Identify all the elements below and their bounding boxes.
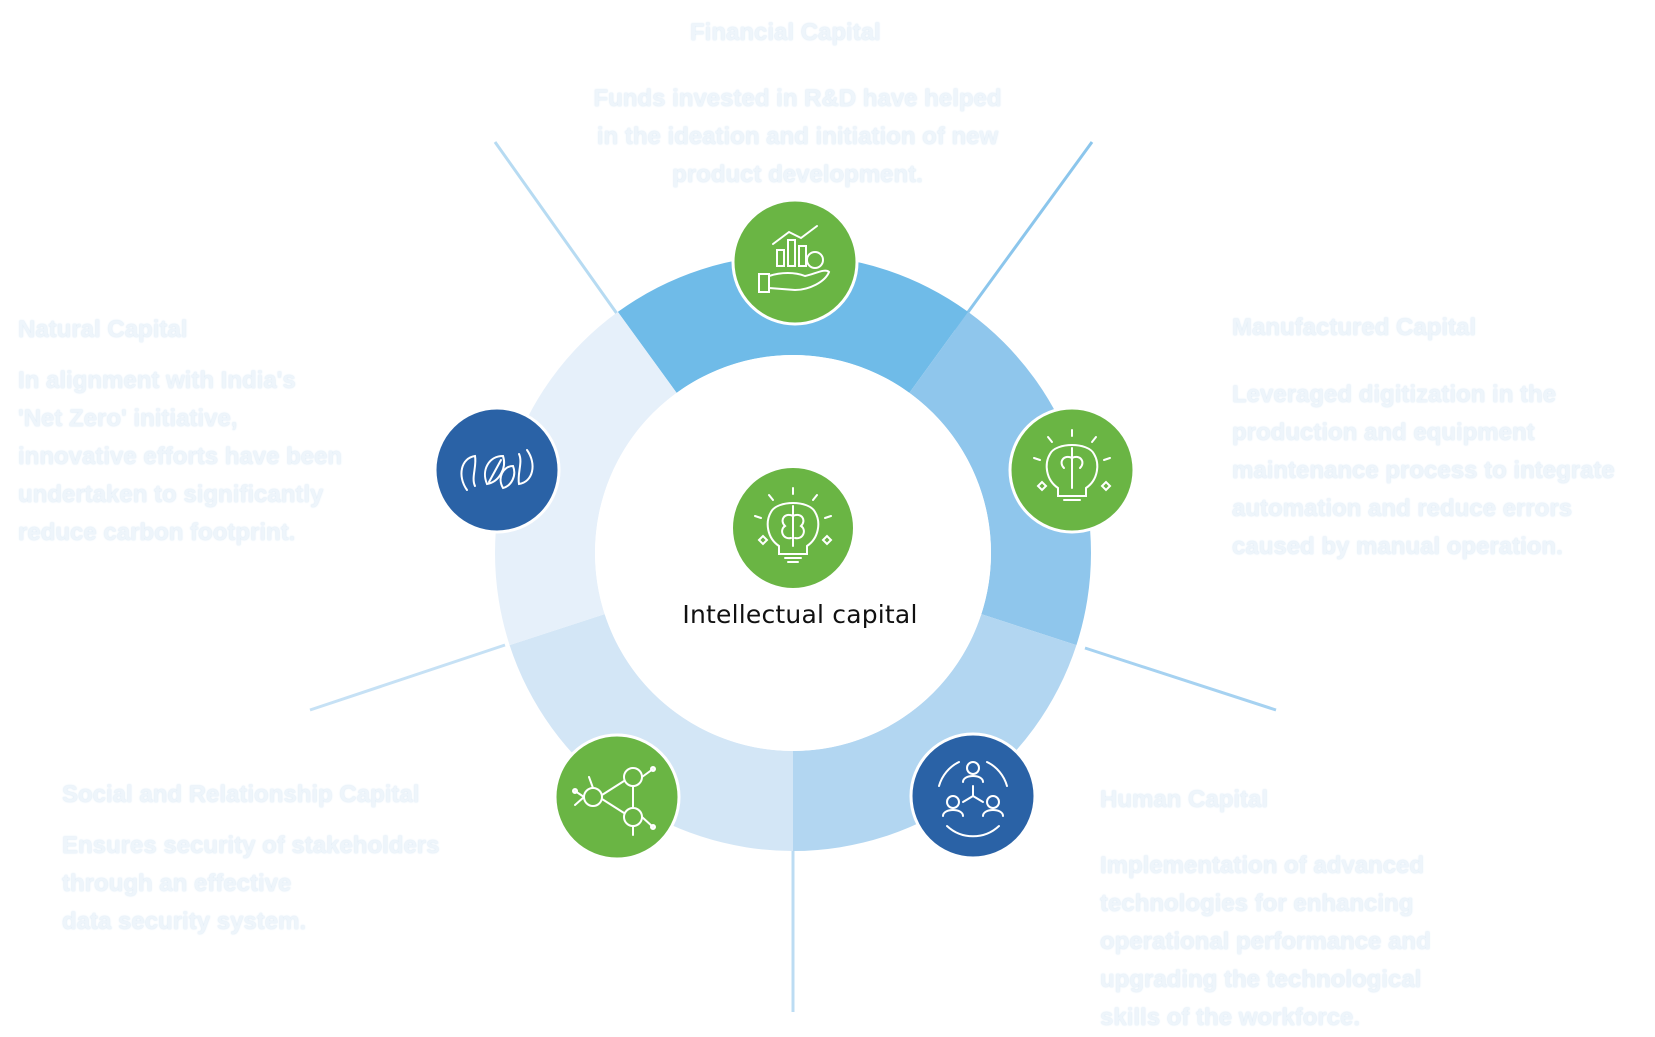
social-capital-title: Social and Relationship Capital: [62, 781, 420, 808]
human-line: operational performance and: [1100, 928, 1431, 955]
manufactured-line: caused by manual operation.: [1232, 533, 1563, 560]
natural-line: reduce carbon footprint.: [18, 519, 296, 546]
manufactured-line: Leveraged digitization in the: [1232, 381, 1557, 408]
human-capital-title: Human Capital: [1100, 786, 1269, 813]
ring-segment-natural: [494, 311, 677, 646]
natural-line: 'Net Zero' initiative,: [18, 405, 238, 432]
social-line: Ensures security of stakeholders: [62, 832, 440, 859]
natural-capital-title: Natural Capital: [18, 316, 188, 343]
connector-line-manufactured: [1084, 646, 1277, 712]
human-line: technologies for enhancing: [1100, 890, 1414, 917]
human-line: Implementation of advanced: [1100, 852, 1425, 879]
social-line: through an effective: [62, 870, 292, 897]
connector-line-social: [309, 643, 506, 712]
financial-line: in the ideation and initiation of new: [596, 123, 999, 150]
connected-people-icon: [553, 733, 681, 861]
manufactured-line: maintenance process to integrate: [1232, 457, 1615, 484]
natural-line: innovative efforts have been: [18, 443, 343, 470]
hands-leaf-icon: [433, 406, 561, 534]
ring-segment-social: [509, 614, 793, 851]
financial-capital-title: Financial Capital: [690, 19, 881, 46]
social-capital-description: Ensures security of stakeholders through…: [62, 827, 502, 941]
natural-line: In alignment with India's: [18, 367, 296, 394]
ring-segment-manufactured: [909, 311, 1091, 646]
center-lightbulb-brain-icon: [731, 466, 855, 590]
natural-line: undertaken to significantly: [18, 481, 324, 508]
manufactured-lightbulb-brain-icon: [1008, 406, 1136, 534]
natural-capital-description: In alignment with India's 'Net Zero' ini…: [18, 362, 418, 552]
financial-capital-description: Funds invested in R&D have helped in the…: [565, 80, 1030, 194]
manufactured-capital-title: Manufactured Capital: [1232, 314, 1477, 341]
social-line: data security system.: [62, 908, 307, 935]
human-line: upgrading the technological: [1100, 966, 1422, 993]
hand-chart-coin-icon: [731, 198, 859, 326]
manufactured-line: production and equipment: [1232, 419, 1535, 446]
financial-line: Funds invested in R&D have helped: [593, 85, 1002, 112]
manufactured-capital-description: Leveraged digitization in the production…: [1232, 376, 1652, 566]
connector-line-financial-right: [953, 141, 1094, 331]
financial-line: product development.: [672, 161, 923, 188]
human-capital-description: Implementation of advanced technologies …: [1100, 847, 1520, 1037]
manufactured-line: automation and reduce errors: [1232, 495, 1573, 522]
people-network-icon: [909, 732, 1037, 860]
connector-line-financial-left: [493, 141, 627, 326]
human-line: skills of the workforce.: [1100, 1004, 1361, 1031]
ring-segment-human: [793, 614, 1077, 851]
center-title: Intellectual capital: [682, 600, 918, 629]
